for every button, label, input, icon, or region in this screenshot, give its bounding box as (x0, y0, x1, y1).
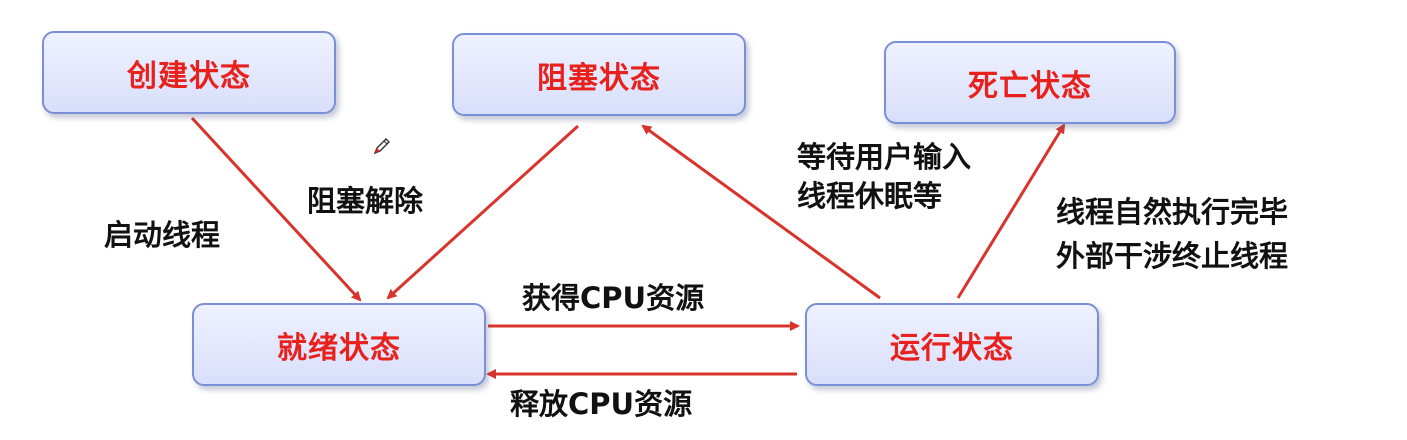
node-dead-state: 死亡状态 (884, 41, 1176, 124)
pencil-cursor-icon (373, 138, 390, 155)
node-ready-state: 就绪状态 (192, 303, 486, 386)
node-created-state: 创建状态 (42, 31, 336, 114)
node-running-state: 运行状态 (805, 303, 1099, 386)
label-wait-line-2: 线程休眠等 (797, 179, 943, 213)
label-unblock: 阻塞解除 (307, 184, 424, 218)
label-get-cpu: 获得CPU资源 (522, 281, 705, 315)
arrow-created-to-ready (190, 116, 362, 302)
node-blocked-state: 阻塞状态 (452, 33, 746, 116)
label-release-cpu: 释放CPU资源 (510, 387, 693, 421)
label-wait-line-1: 等待用户输入 (797, 140, 972, 174)
arrow-blocked-to-ready (386, 124, 580, 300)
label-finish-line-2: 外部干涉终止线程 (1056, 239, 1289, 273)
label-finish-line-1: 线程自然执行完毕 (1056, 195, 1289, 229)
arrow-running-to-blocked (641, 124, 881, 300)
arrow-running-to-dead (956, 123, 1066, 299)
label-start-thread: 启动线程 (104, 218, 221, 252)
